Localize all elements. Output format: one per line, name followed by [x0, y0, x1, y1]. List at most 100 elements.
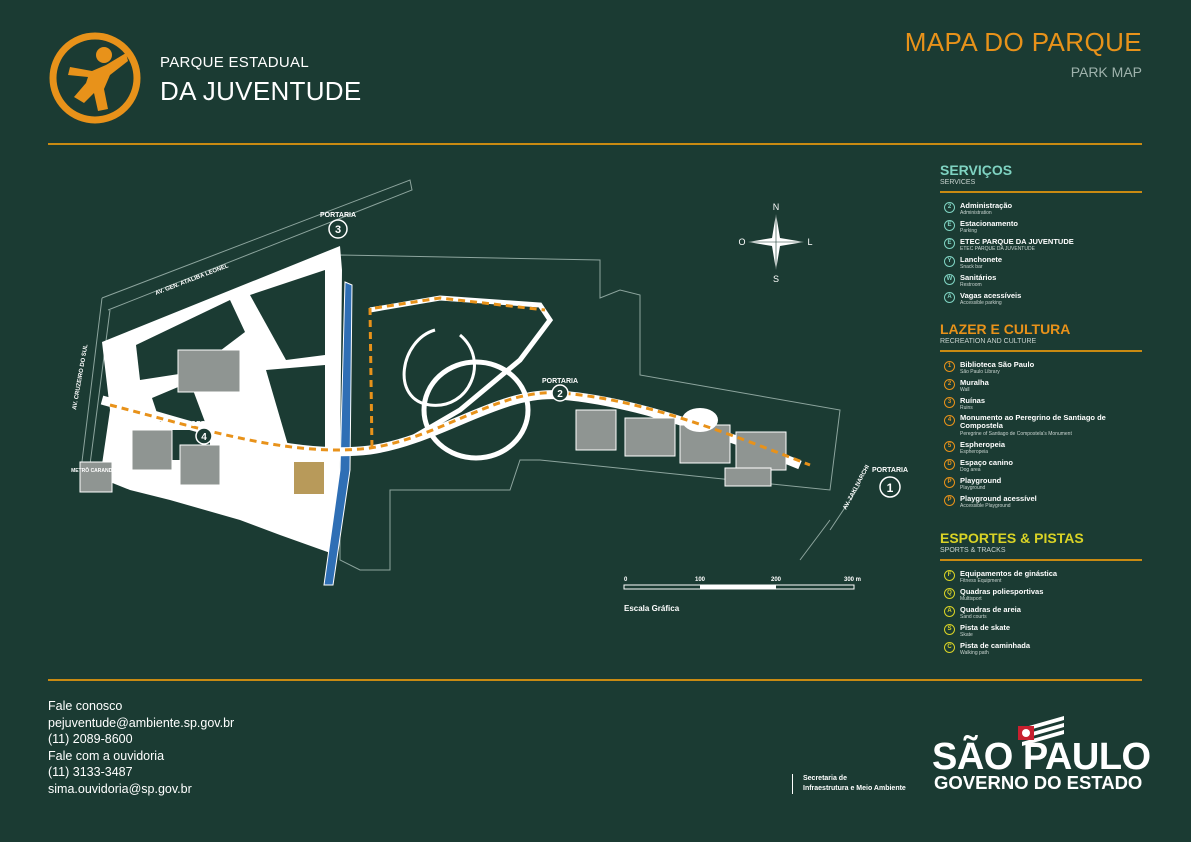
block-outline	[339, 254, 841, 571]
svg-text:N: N	[773, 202, 780, 212]
skate-icon: S	[944, 624, 955, 635]
dog-area	[294, 462, 324, 494]
east-building-2	[624, 417, 676, 457]
street-east-label: AV. ZAKI NARCHI	[842, 464, 871, 511]
legend-item-english: Espheropeia	[960, 449, 989, 455]
ruins-icon: 3	[944, 397, 955, 408]
legend-culture-subtitle: RECREATION AND CULTURE	[940, 338, 1037, 345]
metro-label: METRÔ CARANDIRU	[71, 466, 121, 474]
contact-phone: (11) 2089-8600	[48, 732, 133, 746]
walking-path	[109, 296, 811, 467]
legend-services-title: SERVIÇOS	[940, 162, 1013, 178]
legend-item-label: Equipamentos de ginástica	[960, 569, 1058, 578]
great-lawn-ring	[421, 359, 531, 461]
ombudsman-email-link[interactable]: sima.ouvidoria@sp.gov.br	[48, 781, 192, 796]
legend-item-english: ETEC PARQUE DA JUVENTUDE	[960, 246, 1035, 252]
accessible-parking-icon: A	[944, 292, 955, 303]
legend-item-english: Snack bar	[960, 264, 983, 270]
street-east-edge	[799, 484, 861, 561]
park-map[interactable]: 3 PORTARIA 4 PORTARIA 2 PORTARIA 1 PORTA…	[40, 160, 920, 630]
wall-icon: 2	[944, 379, 955, 390]
park-logo-icon	[49, 32, 141, 124]
restroom-icon: W	[944, 274, 955, 285]
east-building-5	[724, 467, 772, 487]
legend-item-label: Biblioteca São Paulo	[960, 360, 1035, 369]
canal	[323, 281, 353, 586]
legend-item-label: Espheropeia	[960, 440, 1006, 449]
legend-sports: ESPORTES & PISTAS SPORTS & TRACKS F Equip…	[940, 531, 1142, 659]
compass-rose: N S O L	[738, 202, 812, 284]
svg-text:PORTARIA: PORTARIA	[542, 378, 578, 385]
svg-text:3: 3	[335, 224, 341, 236]
street-north-edge-1	[101, 179, 413, 311]
central-loop	[402, 328, 476, 407]
legend-item-label: Playground acessível	[960, 494, 1037, 503]
ombudsman-heading: Fale com a ouvidoria	[48, 748, 165, 763]
park-name-top: PARQUE ESTADUAL	[160, 54, 309, 71]
legend-item-label: ETEC PARQUE DA JUVENTUDE	[960, 237, 1074, 246]
legend-item-label: Muralha	[960, 378, 989, 387]
legend-item-english: Fitness Equipment	[960, 578, 1002, 584]
svg-text:Escala Gráfica: Escala Gráfica	[624, 604, 680, 613]
legend-item-english: Accessible Playground	[960, 503, 1011, 509]
fitness-equipment-icon: F	[944, 570, 955, 581]
park-name-main: DA JUVENTUDE	[160, 76, 362, 106]
contact-email-link[interactable]: pejuventude@ambiente.sp.gov.br	[48, 715, 235, 730]
gate-4[interactable]: 4 PORTARIA	[186, 421, 222, 445]
contact-heading: Fale conosco	[48, 699, 123, 713]
gate-2[interactable]: 2 PORTARIA	[542, 378, 578, 402]
sp-flag-icon	[1018, 716, 1064, 746]
legend-item-label: Espaço canino	[960, 458, 1013, 467]
legend-item-english: Playground	[960, 485, 986, 491]
legend-item-label: Monumento ao Peregrino de Santiago de Co…	[960, 413, 1106, 430]
park-logo	[48, 31, 142, 125]
gate-1[interactable]: 1 PORTARIA	[872, 467, 908, 498]
svg-text:PORTARIA: PORTARIA	[872, 467, 908, 474]
legend-culture-title: LAZER E CULTURA	[940, 321, 1071, 337]
gate-3[interactable]: 3 PORTARIA	[320, 212, 356, 239]
legend-item-label: Pista de caminhada	[960, 641, 1031, 650]
svg-text:L: L	[807, 237, 812, 247]
lawn-west-1	[136, 300, 245, 380]
metro-station	[79, 461, 113, 493]
legend-sports-title: ESPORTES & PISTAS	[940, 530, 1084, 546]
header-divider	[48, 143, 1142, 145]
lawn-west-2	[250, 270, 325, 360]
sand-court-icon: A	[944, 606, 955, 617]
svg-text:O: O	[738, 237, 745, 247]
legend-item-english: São Paulo Library	[960, 369, 1000, 375]
svg-text:4: 4	[201, 432, 207, 443]
legend-item-english: Peregrine of Santiago de Compostela's Mo…	[960, 431, 1072, 437]
footer-divider	[48, 679, 1142, 681]
legend-services-subtitle: SERVICES	[940, 179, 976, 186]
accessible-playground-icon: P	[944, 495, 955, 506]
svg-text:200: 200	[771, 577, 782, 583]
legend-sports-subtitle: SPORTS & TRACKS	[940, 547, 1006, 554]
legend-item-english: Restroom	[960, 282, 982, 288]
svg-text:PORTARIA: PORTARIA	[320, 212, 356, 219]
gov-sp-title: SÃO PAULO	[932, 736, 1151, 778]
legend-item-english: Sand courts	[960, 614, 987, 620]
svg-text:S: S	[773, 274, 779, 284]
legend-item-english: Dog area	[960, 467, 981, 473]
scale-bar: 0 100 200 300 m Escala Gráfica	[623, 577, 861, 613]
monument-icon: 4	[944, 415, 955, 426]
svg-text:2: 2	[557, 389, 563, 400]
secretaria-text: Secretaria de Infraestrutura e Meio Ambi…	[792, 774, 906, 794]
legend-item-label: Pista de skate	[960, 623, 1011, 632]
legend-item-monument: 4 Monumento ao Peregrino de Santiago de C…	[944, 414, 1142, 440]
secretaria-line-2: Infraestrutura e Meio Ambiente	[803, 785, 906, 792]
